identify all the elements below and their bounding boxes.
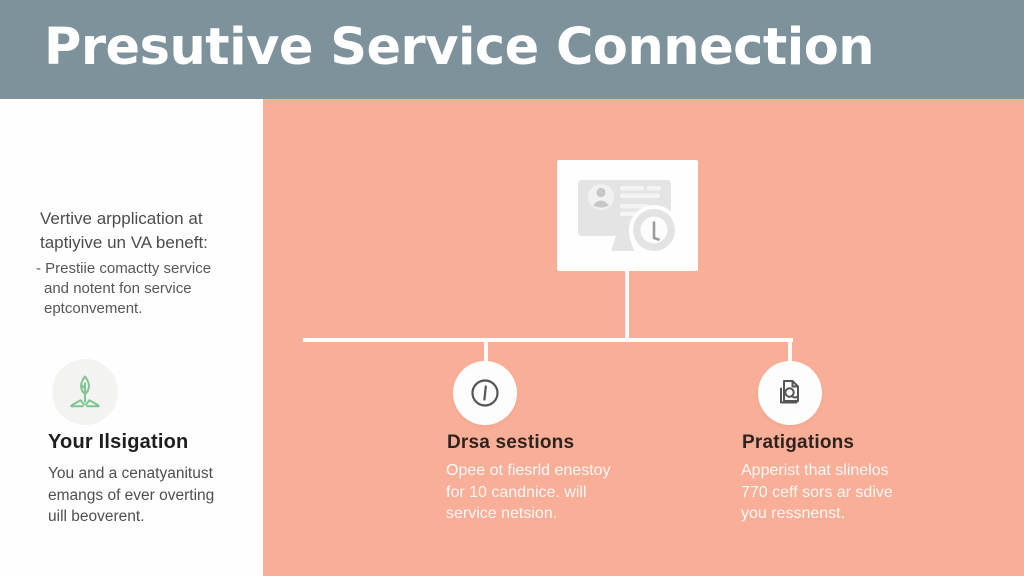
scanned-document-icon-svg [780, 380, 799, 404]
intro-bullet-text: - Prestiie comactty service and notent f… [36, 259, 246, 319]
feature-body: You and a cenatyanitust emangs of ever o… [48, 463, 248, 528]
branch-title: Pratigations [742, 432, 855, 453]
sprout-book-icon [52, 359, 118, 425]
connector-drop-right [788, 342, 792, 362]
connector-drop-left [484, 342, 488, 362]
connector-horizontal [303, 338, 793, 342]
diagram-panel: Drsa sestions Opee ot fiesrld enestoy fo… [263, 99, 1024, 576]
branch-body: Opee ot fiesrld enestoy for 10 candnice.… [446, 460, 636, 525]
feature-body-line: emangs of ever overting [48, 486, 215, 504]
branch-body-line: Apperist that slinelos [741, 462, 889, 479]
branch-body-line: for 10 candnice. will [446, 483, 587, 501]
connector-root-vertical [625, 271, 629, 339]
circled-number-one-icon-svg [471, 379, 499, 407]
sprout-book-icon-svg [70, 375, 100, 408]
monitor-user-clock-icon-svg [578, 180, 679, 255]
monitor-user-clock-icon [557, 160, 698, 271]
bullet-line: and notent fon service [44, 280, 192, 297]
header: Presutive Service Connection [0, 0, 1024, 100]
feature-body-line: You and a cenatyanitust [48, 465, 213, 482]
intro-line: taptiyive un VA beneft: [40, 233, 208, 252]
feature-body-line: uill beoverent. [48, 508, 145, 525]
intro-text: Vertive arpplication at taptiyive un VA … [40, 207, 245, 255]
circled-number-one-icon [453, 361, 517, 425]
branch-body-line: 770 ceff sors ar sdive [741, 483, 893, 501]
feature-title: Your Ilsigation [48, 431, 189, 453]
bullet-line: - Prestiie comactty service [36, 260, 212, 277]
branch-body-line: you ressnenst. [741, 505, 846, 522]
bullet-line: eptconvement. [44, 300, 143, 317]
branch-body-line: service netsion. [446, 505, 558, 522]
branch-title: Drsa sestions [447, 432, 575, 453]
intro-line: Vertive arpplication at [40, 209, 203, 228]
branch-body-line: Opee ot fiesrld enestoy [446, 462, 611, 479]
branch-body: Apperist that slinelos 770 ceff sors ar … [741, 460, 931, 525]
page-title: Presutive Service Connection [44, 18, 875, 77]
left-panel: Vertive arpplication at taptiyive un VA … [0, 99, 263, 576]
scanned-document-icon [758, 361, 822, 425]
